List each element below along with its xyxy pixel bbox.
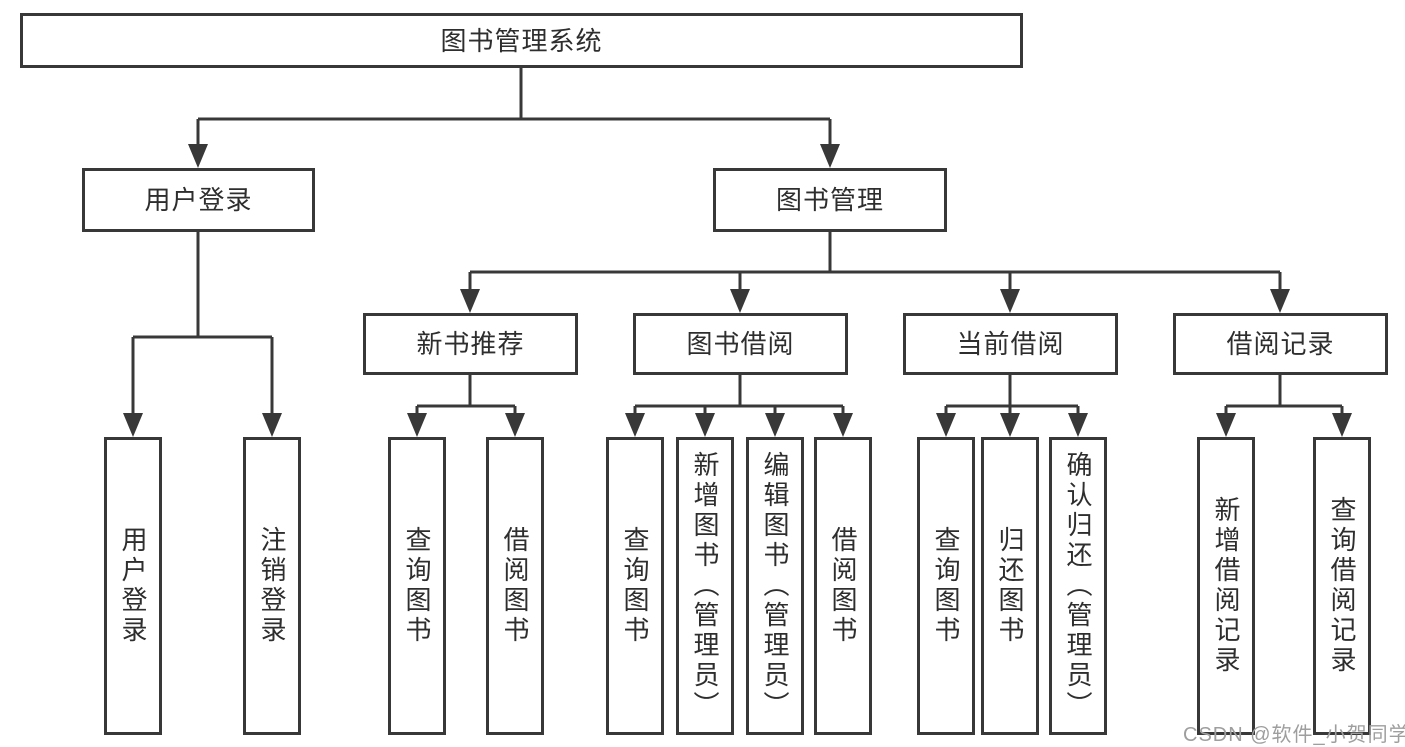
node-book-management: 图书管理 xyxy=(713,168,947,232)
leaf-borrow-books-recommend: 借阅图书 xyxy=(486,437,544,735)
node-label: 查询借阅记录 xyxy=(1327,496,1357,676)
leaf-return-books: 归还图书 xyxy=(981,437,1039,735)
leaf-add-books-admin: 新增图书（管理员） xyxy=(676,437,734,735)
arrowhead-icons xyxy=(123,144,1352,437)
node-current-borrowing: 当前借阅 xyxy=(903,313,1118,375)
leaf-query-borrow-record: 查询借阅记录 xyxy=(1313,437,1371,735)
node-label: 当前借阅 xyxy=(956,329,1065,359)
leaf-edit-books-admin: 编辑图书（管理员） xyxy=(746,437,804,735)
node-label: 新增图书（管理员） xyxy=(690,451,720,721)
node-label: 借阅图书 xyxy=(500,526,530,646)
node-label: 新书推荐 xyxy=(416,329,525,359)
node-label: 借阅图书 xyxy=(828,526,858,646)
node-label: 编辑图书（管理员） xyxy=(760,451,790,721)
node-label: 查询图书 xyxy=(620,526,650,646)
leaf-query-books-current: 查询图书 xyxy=(917,437,975,735)
leaf-user-login: 用户登录 xyxy=(104,437,162,735)
node-borrowing-records: 借阅记录 xyxy=(1173,313,1388,375)
node-label: 用户登录 xyxy=(144,185,253,215)
node-library-management-system: 图书管理系统 xyxy=(20,13,1023,68)
node-label: 查询图书 xyxy=(931,526,961,646)
leaf-borrow-books-borrowing: 借阅图书 xyxy=(814,437,872,735)
node-label: 查询图书 xyxy=(402,526,432,646)
node-book-borrowing: 图书借阅 xyxy=(633,313,848,375)
leaf-logout: 注销登录 xyxy=(243,437,301,735)
node-label: 新增借阅记录 xyxy=(1211,496,1241,676)
node-label: 图书管理系统 xyxy=(440,25,603,56)
leaf-query-books-recommend: 查询图书 xyxy=(388,437,446,735)
node-user-login: 用户登录 xyxy=(82,168,315,232)
leaf-add-borrow-record: 新增借阅记录 xyxy=(1197,437,1255,735)
node-new-book-recommendation: 新书推荐 xyxy=(363,313,578,375)
node-label: 图书管理 xyxy=(775,185,884,215)
node-label: 归还图书 xyxy=(995,526,1025,646)
node-label: 用户登录 xyxy=(118,526,148,646)
watermark: CSDN @软件_小贺同学 xyxy=(1183,724,1405,746)
node-label: 借阅记录 xyxy=(1226,329,1335,359)
node-label: 注销登录 xyxy=(257,526,287,646)
node-label: 确认归还（管理员） xyxy=(1063,451,1093,721)
leaf-query-books-borrowing: 查询图书 xyxy=(606,437,664,735)
leaf-confirm-return-admin: 确认归还（管理员） xyxy=(1049,437,1107,735)
node-label: 图书借阅 xyxy=(686,329,795,359)
